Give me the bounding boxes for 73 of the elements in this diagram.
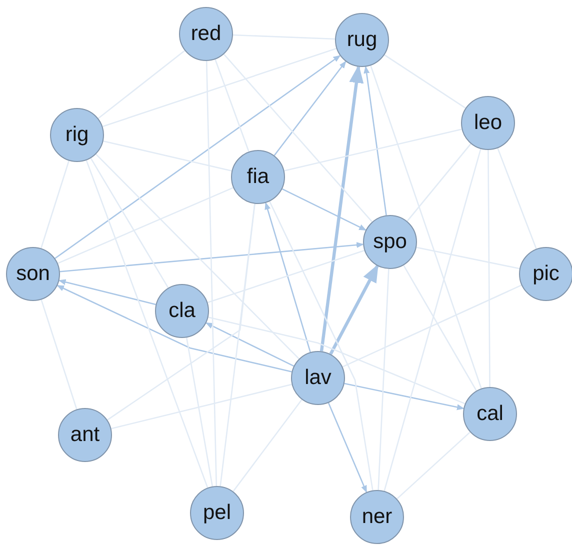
connector-line [403,264,477,392]
node-label: rig [65,123,89,147]
connector-line [384,148,482,492]
connector-line [214,59,250,152]
connector-line [58,187,234,264]
connector-line [396,432,470,500]
node-circle [519,247,572,301]
arrow [320,66,364,352]
node-circle [190,486,244,540]
arrow [328,402,368,492]
connector-line [497,148,537,250]
node-label: fia [246,165,270,189]
arrow [57,284,292,372]
arrow [364,66,387,216]
connector-line [40,300,78,410]
arrow [60,242,364,272]
arrow [329,265,379,355]
arrow [54,55,340,259]
connector-line [102,48,337,128]
node-label: cal [476,402,504,426]
node-circle [50,108,104,162]
node-label: ner [362,505,392,529]
node-label: son [16,262,50,286]
node-label: lav [304,366,332,390]
node-circle [463,387,517,441]
node-circle [6,247,60,301]
node-label: rug [346,28,378,52]
connector-line [384,54,466,109]
connector-line [232,399,302,492]
node-label: pel [202,501,232,525]
connector-line [208,316,466,404]
connector-line [269,201,374,490]
connector-line [107,204,256,420]
arrow [344,382,464,410]
connector-line [111,384,292,430]
node-circle [291,351,345,405]
connector-line [370,65,482,389]
node-circle [155,284,209,338]
node-circle [231,150,285,204]
node-label: spo [373,230,407,254]
arrow [274,61,346,156]
connector-line [342,284,522,368]
connector-line [98,50,186,119]
connector-line [86,160,208,488]
connector-line [103,140,232,172]
node-circle [350,490,404,544]
node-label: pic [532,262,560,286]
connector-line [90,158,169,288]
connector-line [206,60,218,486]
node-label: cla [168,299,196,323]
node-label: ant [70,423,100,447]
connector-line [284,128,462,172]
arrow [264,202,311,352]
connector-line [207,250,365,304]
connector-line [416,246,520,270]
connector-line [186,337,214,487]
node-label: leo [474,111,502,135]
node-circle [179,7,233,61]
node-circle [335,13,389,67]
node-label: red [190,22,222,46]
connector-line [40,160,70,248]
connector-line [96,154,300,360]
connector-line [232,34,336,40]
connector-line [223,54,373,222]
arrow [58,279,156,306]
connector-line [220,204,256,486]
arrow [206,322,294,367]
arrow [282,188,366,231]
connector-line [406,143,472,222]
connector-line [378,268,390,490]
node-circle [461,96,515,150]
node-circle [363,215,417,269]
node-circle [58,408,112,462]
